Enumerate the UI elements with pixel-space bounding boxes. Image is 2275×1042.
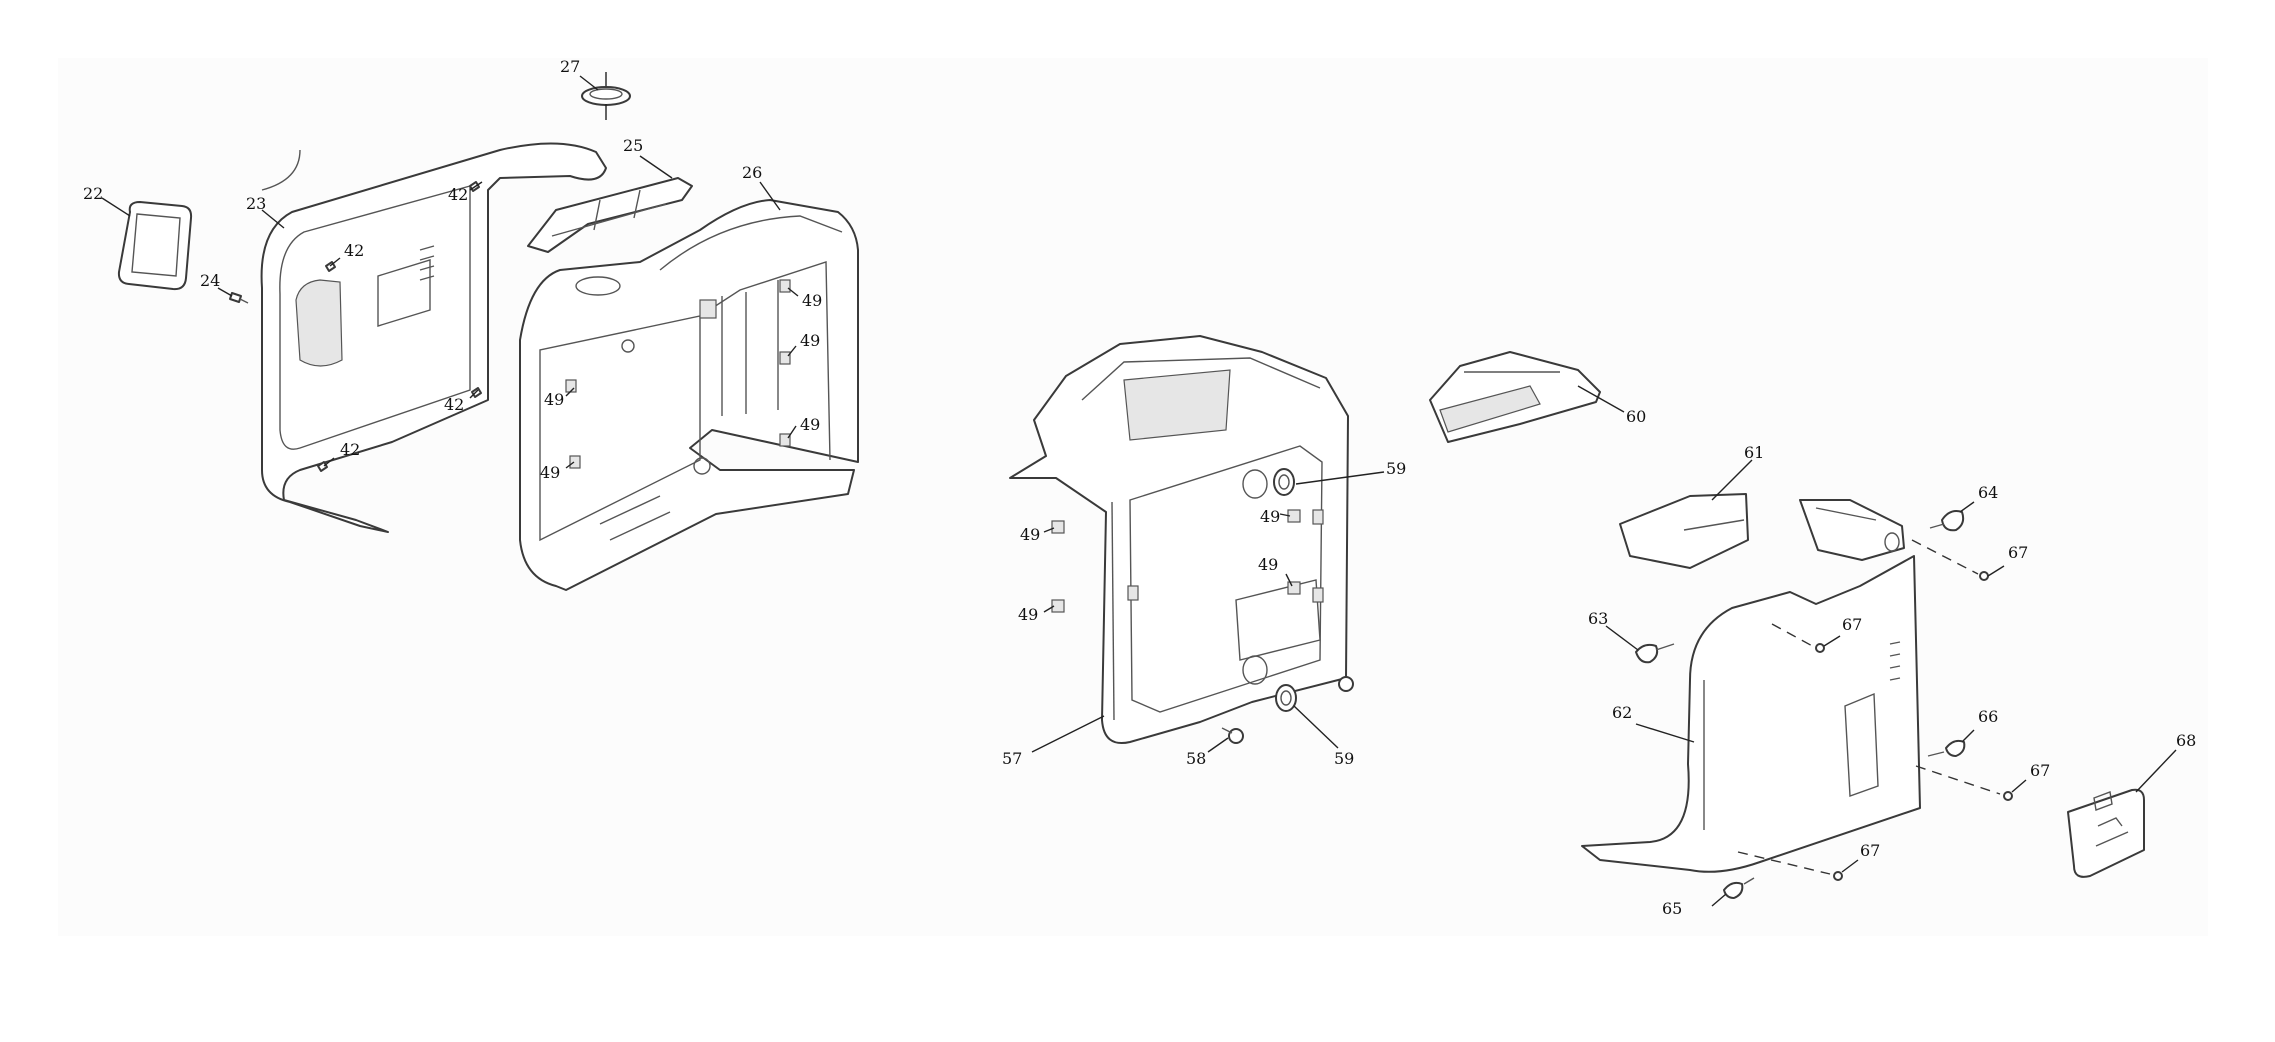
callout-67-mid: 67: [1842, 615, 1862, 634]
callout-27: 27: [560, 57, 580, 76]
callout-67-right: 67: [2030, 761, 2050, 780]
callout-67-bottom: 67: [1860, 841, 1880, 860]
callout-64: 64: [1978, 483, 1998, 502]
callout-60: 60: [1626, 407, 1646, 426]
callout-63: 63: [1588, 609, 1608, 628]
callout-24: 24: [200, 271, 220, 290]
callout-labels: 22 23 24 25 26 27 42 42 42 42 49 49 49 4…: [83, 57, 2196, 918]
callout-59-lower: 59: [1334, 749, 1354, 768]
callout-67-top: 67: [2008, 543, 2028, 562]
callout-58: 58: [1186, 749, 1206, 768]
callout-66: 66: [1978, 707, 1998, 726]
callout-42-top: 42: [448, 185, 468, 204]
part-61-cover-plate: [1619, 493, 1749, 569]
callout-49-frame-inner-top: 49: [544, 390, 564, 409]
part-49-clips-middle: [1051, 509, 1301, 613]
callout-49-front-top: 49: [1020, 525, 1040, 544]
part-23-side-cover: [260, 142, 607, 533]
part-58-screw: [1221, 676, 1354, 744]
leader-lines: [101, 75, 2177, 907]
callout-49-front-low: 49: [1018, 605, 1038, 624]
part-57-front-frame: [1009, 335, 1349, 744]
part-60-top-grip: [1429, 351, 1601, 443]
callout-22: 22: [83, 184, 103, 203]
callout-57: 57: [1002, 749, 1022, 768]
part-knobs: [1635, 510, 1966, 899]
callout-26: 26: [742, 163, 762, 182]
part-68-access-door: [2067, 788, 2145, 878]
callout-59-upper: 59: [1386, 459, 1406, 478]
callout-61: 61: [1744, 443, 1764, 462]
callout-49-frame-mid: 49: [800, 331, 820, 350]
callout-49-frame-low: 49: [800, 415, 820, 434]
callout-49-frame-top: 49: [802, 291, 822, 310]
part-27-grommet: [581, 72, 631, 120]
part-25-handle-cover: [527, 177, 693, 253]
callout-49-inner-mid: 49: [1258, 555, 1278, 574]
part-49-clips-left: [565, 279, 791, 469]
callout-49-inner-top: 49: [1260, 507, 1280, 526]
callout-49-frame-inner-low: 49: [540, 463, 560, 482]
part-67-screws: [1737, 539, 2013, 881]
callout-65: 65: [1662, 899, 1682, 918]
callout-25: 25: [623, 136, 643, 155]
callout-42-bottom: 42: [340, 440, 360, 459]
callout-42-right: 42: [444, 395, 464, 414]
part-59-grommets: [1273, 468, 1297, 712]
part-22-frame: [117, 201, 193, 291]
part-26-main-frame: [519, 199, 859, 591]
callout-23: 23: [246, 194, 266, 213]
part-62-side-cover: [1581, 499, 1921, 873]
callout-68: 68: [2176, 731, 2196, 750]
callout-62: 62: [1612, 703, 1632, 722]
callout-42-upper-left: 42: [344, 241, 364, 260]
part-24-screw: [229, 292, 249, 304]
